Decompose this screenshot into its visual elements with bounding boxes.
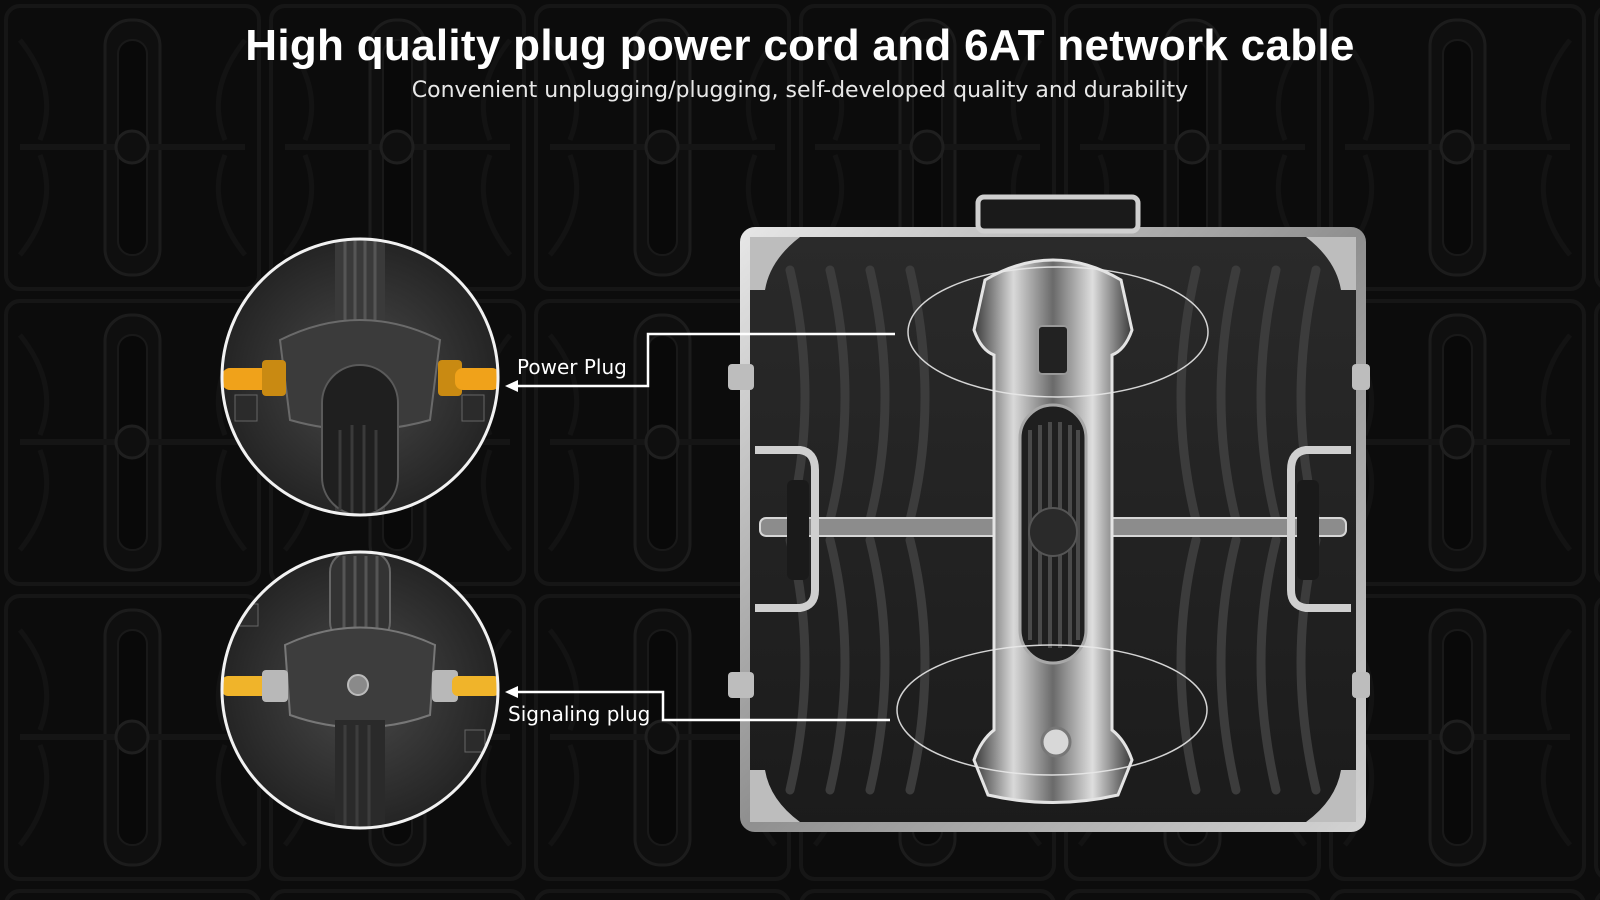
page-title: High quality plug power cord and 6AT net… xyxy=(245,21,1355,70)
page-subtitle: Convenient unplugging/plugging, self-dev… xyxy=(411,78,1189,103)
led-cabinet xyxy=(728,194,1370,832)
power-plug-closeup xyxy=(220,237,500,517)
signaling-plug-label: Signaling plug xyxy=(508,702,651,726)
signaling-plug-closeup xyxy=(220,550,500,830)
callout-lines xyxy=(505,332,895,722)
power-plug-label: Power Plug xyxy=(517,355,627,379)
